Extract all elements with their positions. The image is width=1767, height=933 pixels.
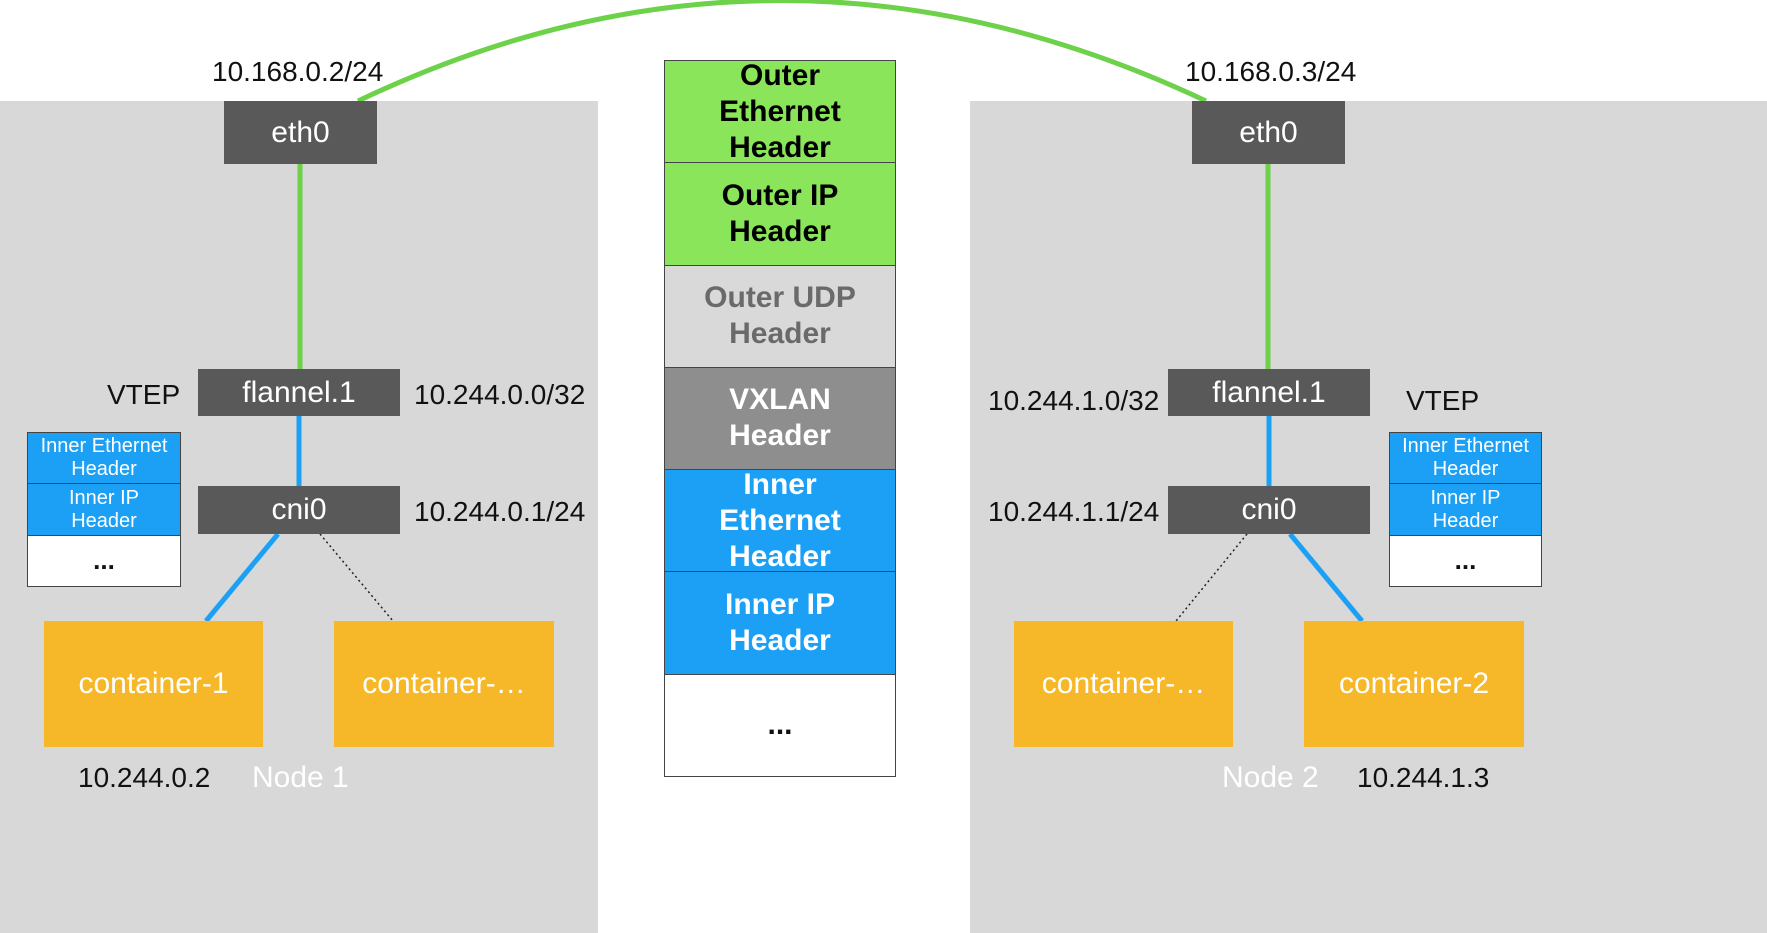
node2-container-2-label: container-2 <box>1338 667 1490 700</box>
node2-container-2-ip: 10.244.1.3 <box>1357 762 1490 793</box>
node1-container-1-ip: 10.244.0.2 <box>78 762 211 793</box>
node2-container-other-label: container-… <box>1041 667 1206 700</box>
node2-eth0-ip: 10.168.0.3/24 <box>1185 56 1357 87</box>
node2-cni0-label: cni0 <box>1241 493 1297 526</box>
node1-container-1-label: container-1 <box>78 667 229 700</box>
node2-container-other: container-… <box>1014 621 1233 747</box>
node1-cni-container-other-link <box>319 533 394 622</box>
node1-cni0-ip: 10.244.0.1/24 <box>414 496 586 527</box>
node1-mini-payload: ... <box>27 535 181 587</box>
node1-flannel-ip: 10.244.0.0/32 <box>414 379 586 410</box>
node2-cni0-ip: 10.244.1.1/24 <box>988 496 1160 527</box>
packet-layer-vxlan-header: VXLAN Header <box>664 366 896 471</box>
node1-eth0-label: eth0 <box>271 115 330 149</box>
node2-mini-inner-ip-header: Inner IP Header <box>1389 483 1542 536</box>
node1-eth0-ip: 10.168.0.2/24 <box>212 56 384 87</box>
node1-eth0: eth0 <box>224 101 377 164</box>
packet-layer-outer-ethernet-header: Outer Ethernet Header <box>664 59 896 164</box>
node1-mini-inner-ethernet-header: Inner Ethernet Header <box>27 432 181 484</box>
node2-flannel: flannel.1 <box>1168 369 1370 416</box>
node1-vtep-label: VTEP <box>107 379 181 410</box>
node2-flannel-label: flannel.1 <box>1212 375 1326 409</box>
node1-mini-inner-ip-header: Inner IP Header <box>27 483 181 536</box>
node1-container-1: container-1 <box>44 621 263 747</box>
node2-cni-container-other-link <box>1175 533 1248 622</box>
node1-container-other: container-… <box>334 621 554 747</box>
packet-layer-payload: ... <box>664 673 896 777</box>
node2-mini-payload: ... <box>1389 535 1542 587</box>
node2-cni-container2-link <box>1288 532 1364 623</box>
node1-cni0-label: cni0 <box>271 493 327 526</box>
node2-name: Node 2 <box>1222 761 1319 794</box>
packet-layer-inner-ethernet-header: Inner Ethernet Header <box>664 468 896 573</box>
node1-flannel-label: flannel.1 <box>242 375 356 409</box>
node2-vtep-label: VTEP <box>1406 385 1480 416</box>
node2-cni0: cni0 <box>1168 486 1370 534</box>
packet-layer-outer-ip-header: Outer IP Header <box>664 162 896 266</box>
node1-name: Node 1 <box>252 761 349 794</box>
node2-eth0-label: eth0 <box>1239 115 1298 149</box>
node2-mini-inner-ethernet-header: Inner Ethernet Header <box>1389 432 1542 484</box>
node1-cni-container1-link <box>204 532 280 623</box>
packet-layer-outer-udp-header: Outer UDP Header <box>664 264 896 368</box>
packet-layer-inner-ip-header: Inner IP Header <box>664 571 896 675</box>
underlay-arc <box>356 0 1208 104</box>
node1-flannel: flannel.1 <box>198 369 400 416</box>
node2-container-2: container-2 <box>1304 621 1524 747</box>
node1-cni0: cni0 <box>198 486 400 534</box>
node1-container-other-label: container-… <box>362 667 526 700</box>
node2-eth0: eth0 <box>1192 101 1345 164</box>
node2-flannel-ip: 10.244.1.0/32 <box>988 385 1160 416</box>
